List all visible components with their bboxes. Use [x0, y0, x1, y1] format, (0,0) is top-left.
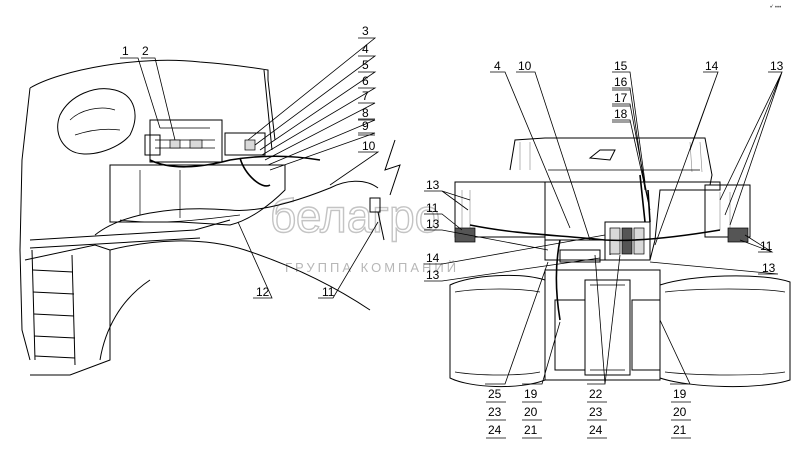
callout-label: 11 [426, 201, 439, 215]
right-callouts: 4 10 15 16 17 18 14 13 13 11 13 14 13 11… [426, 59, 784, 437]
watermark-logo: белагро [270, 190, 440, 242]
callout-label: 10 [518, 59, 532, 73]
callout-label: 14 [705, 59, 719, 73]
callout-label: 15 [614, 59, 628, 73]
right-rear-tyre [659, 275, 791, 388]
right-rear-view [449, 137, 791, 388]
rear-lamp [369, 197, 381, 213]
callout-label: 13 [770, 59, 784, 73]
rear-mirror [588, 149, 616, 161]
callout-label: 12 [256, 285, 270, 299]
left-rear-lamp [454, 227, 476, 243]
callout-label: 1 [122, 44, 129, 58]
access-ladder [31, 249, 76, 366]
fender-lower [109, 240, 371, 311]
callout-label: 21 [673, 423, 687, 437]
rear-axle-housing [544, 269, 661, 381]
seat [57, 88, 136, 155]
fender-upper [94, 180, 379, 236]
callout-label: 18 [614, 107, 628, 121]
cab-roof [29, 59, 276, 141]
watermark-subtitle: ГРУППА КОМПАНИЙ [285, 260, 459, 275]
left-leaders [120, 37, 380, 299]
callout-label: 10 [362, 139, 376, 153]
callout-label: 6 [362, 74, 369, 88]
left-cab-view [19, 59, 401, 376]
break-mark [384, 139, 401, 196]
callout-label: 22 [589, 387, 603, 401]
wiring-harness-rear [469, 224, 721, 242]
callout-label: 4 [362, 42, 369, 56]
callout-label: 9 [362, 119, 369, 133]
dashboard-panel [149, 119, 223, 163]
callout-label: 8 [362, 106, 369, 120]
cab-rear-pillar [19, 87, 31, 361]
watermark: белагро ГРУППА КОМПАНИЙ [269, 189, 459, 275]
callout-label: 2 [142, 44, 149, 58]
cab-rear-top [509, 137, 713, 186]
callout-label: 19 [673, 387, 687, 401]
callout-label: 11 [760, 239, 773, 253]
hydraulic-valve-block [604, 174, 651, 261]
callout-label: 14 [426, 251, 440, 265]
callout-label: 5 [362, 58, 369, 72]
callout-label: 20 [673, 405, 687, 419]
right-leaders [424, 71, 783, 385]
callout-label: 23 [589, 405, 603, 419]
hitch-link [584, 279, 631, 376]
right-rear-lamp [727, 227, 749, 243]
left-callouts: 1 2 3 4 5 6 7 8 9 10 11 12 [122, 24, 376, 299]
corner-mark: •′ ••• [770, 5, 781, 11]
cab-lower-side [24, 244, 111, 376]
callout-label: 24 [589, 423, 603, 437]
callout-label: 7 [362, 89, 369, 103]
callout-underlines [358, 89, 691, 439]
callout-label: 25 [488, 387, 502, 401]
callout-label: 11 [322, 285, 335, 299]
wiring-harness-upper [149, 155, 321, 168]
callout-label: 3 [362, 24, 369, 38]
callout-label: 24 [488, 423, 502, 437]
callout-label: 13 [426, 217, 440, 231]
left-rear-tyre [449, 274, 546, 387]
callout-label: 13 [426, 178, 440, 192]
callout-label: 21 [524, 423, 538, 437]
console-body [109, 164, 286, 226]
rear-frame [544, 181, 721, 261]
callout-label: 16 [614, 75, 628, 89]
callout-label: 17 [614, 91, 628, 105]
callout-label: 19 [524, 387, 538, 401]
callout-label: 13 [426, 268, 440, 282]
callout-label: 4 [494, 59, 501, 73]
callout-label: 23 [488, 405, 502, 419]
callout-label: 13 [762, 261, 776, 275]
callout-label: 20 [524, 405, 538, 419]
